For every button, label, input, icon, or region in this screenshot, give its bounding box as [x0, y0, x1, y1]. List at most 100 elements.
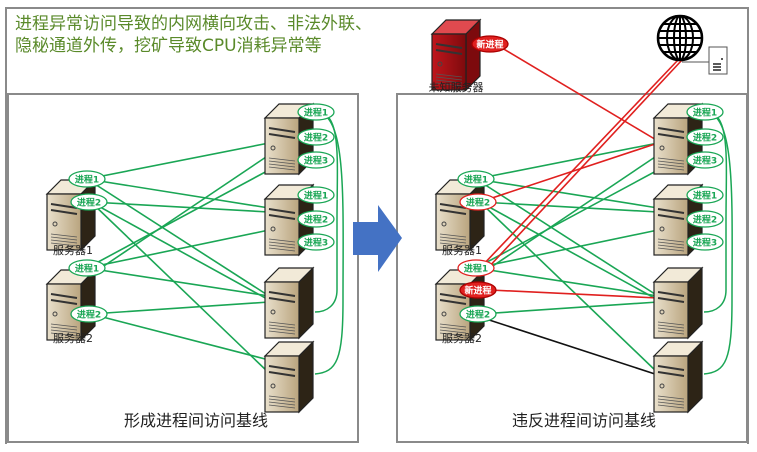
process-badge-shape [457, 170, 495, 188]
remote-host-led [721, 58, 723, 60]
diagram-title: 进程异常访问导致的内网横向攻击、非法外联、隐秘通道外传，挖矿导致CPU消耗异常等 [15, 14, 372, 56]
server-vent [268, 327, 296, 332]
process-badge: 新进程 [471, 35, 509, 53]
process-badge-shape [297, 128, 335, 146]
process-badge-label: 进程3 [693, 237, 717, 249]
process-badge-shape [70, 305, 108, 323]
server-icon [652, 340, 704, 414]
process-badge: 进程1 [68, 170, 106, 188]
server-label: 服务器2 [442, 332, 482, 345]
server-icon [434, 178, 486, 252]
server-label: 服务器1 [53, 244, 93, 257]
baseline-connection [86, 142, 270, 180]
server-vent [439, 236, 467, 241]
process-badge: 进程2 [686, 210, 724, 228]
process-badge-shape [459, 281, 497, 299]
server-bay [268, 365, 296, 371]
server-bay [435, 49, 463, 55]
baseline-connection [479, 201, 659, 374]
server-bay [50, 293, 78, 299]
process-badge-label: 进程2 [304, 132, 328, 144]
process-badge-label: 新进程 [464, 285, 491, 297]
server-vent [657, 160, 685, 165]
process-badge-label: 进程1 [693, 107, 717, 119]
connection-curve [314, 111, 339, 313]
server-bay [439, 293, 467, 299]
server-vent [268, 163, 296, 168]
process-badge-shape [686, 103, 724, 121]
server-vent [268, 321, 296, 326]
baseline-connection [90, 201, 270, 213]
server-bay [268, 291, 296, 297]
server-vent [268, 330, 296, 335]
anomalous-connection [479, 316, 659, 376]
server-vent [268, 160, 296, 165]
server-vent [268, 157, 296, 162]
server-vent [268, 324, 296, 329]
server-power [659, 145, 665, 151]
server-vent [435, 76, 463, 81]
server-front [264, 117, 300, 175]
server-vent [657, 395, 685, 400]
server-vent [439, 332, 467, 337]
process-badge-shape [297, 103, 335, 121]
right-caption: 违反进程间访问基线 [512, 411, 656, 430]
violation-connection [479, 59, 679, 269]
server-bay [657, 214, 685, 220]
process-badge-label: 进程3 [304, 237, 328, 249]
process-badge-label: 进程1 [464, 263, 488, 275]
server-icon [45, 268, 97, 342]
server-power [659, 226, 665, 232]
baseline-connection [475, 178, 659, 297]
server-bay [657, 133, 685, 139]
server-power [659, 383, 665, 389]
server-vent [268, 401, 296, 406]
server-vent [439, 323, 467, 328]
server-bay [268, 371, 296, 377]
server-vent [657, 157, 685, 162]
process-badge-shape [459, 305, 497, 323]
server-vent [439, 242, 467, 247]
nodes [45, 14, 728, 414]
server-power [270, 309, 276, 315]
process-badge: 进程2 [459, 193, 497, 211]
process-badge: 进程2 [297, 128, 335, 146]
server-bay [439, 299, 467, 305]
baseline-connection [86, 169, 270, 269]
process-badge: 进程3 [686, 151, 724, 169]
baseline-connection [475, 142, 659, 180]
server-bay [657, 208, 685, 214]
server-bay [50, 299, 78, 305]
process-badge-label: 进程1 [304, 190, 328, 202]
violation-connection [489, 289, 659, 299]
server-power [659, 309, 665, 315]
server-icon [652, 266, 704, 340]
process-badge-shape [297, 151, 335, 169]
baseline-connection [471, 154, 659, 281]
process-badge: 进程3 [686, 233, 724, 251]
process-badge-shape [457, 259, 495, 277]
server-vent [268, 166, 296, 171]
baseline-connection [82, 154, 270, 281]
process-badge-shape [459, 193, 497, 211]
server-vent [439, 326, 467, 331]
process-badge: 进程1 [457, 170, 495, 188]
diagram-frame [5, 7, 749, 444]
server-bay [657, 297, 685, 303]
server-vent [657, 398, 685, 403]
server-bay [50, 209, 78, 215]
server-bay [657, 371, 685, 377]
server-label: 服务器2 [53, 332, 93, 345]
server-vent [439, 239, 467, 244]
server-icon [263, 266, 315, 340]
process-badge-label: 进程1 [75, 263, 99, 275]
server-vent [435, 79, 463, 84]
server-bay [657, 127, 685, 133]
server-bay [268, 297, 296, 303]
server-bay [268, 214, 296, 220]
process-badge-label: 新进程 [476, 39, 503, 51]
violation-connection [491, 41, 659, 142]
process-badge-shape [297, 233, 335, 251]
server-vent [435, 82, 463, 87]
process-badge-shape [471, 35, 509, 53]
